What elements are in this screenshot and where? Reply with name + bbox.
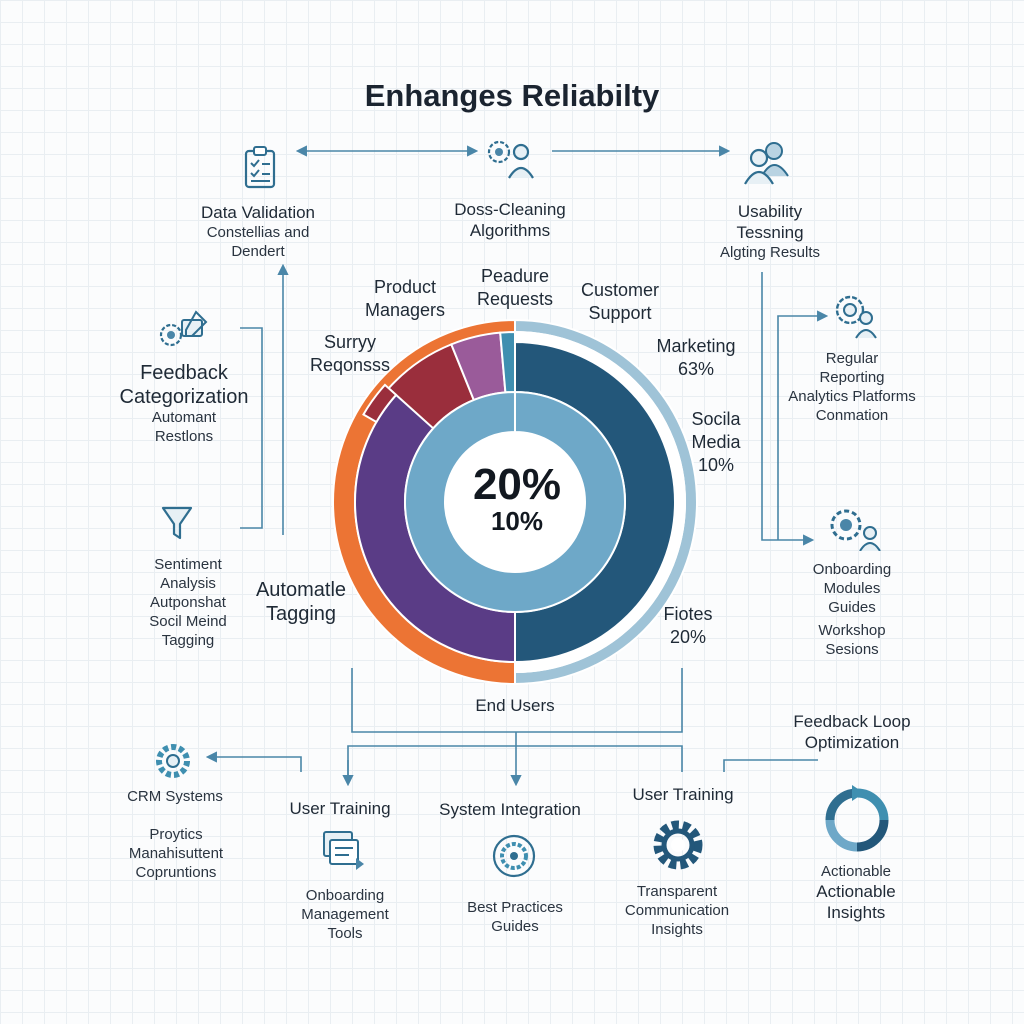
feedback-categorization-label: Feedback Categorization <box>119 362 249 408</box>
page-title: Enhanges Reliabilty <box>364 78 660 113</box>
user-training-sub-left: Onboarding Management Tools <box>301 887 389 942</box>
crm-systems-title: CRM Systems <box>127 788 223 805</box>
feature-requests-label: Peadure Requests <box>476 266 554 309</box>
end-users-bracket <box>351 668 683 733</box>
onboarding-modules-label: Onboarding Modules Guides Workshop Sesio… <box>812 561 892 658</box>
gear-group-icon <box>830 509 881 551</box>
social-media-label: Socila Media 10% <box>691 409 741 475</box>
gear-person-icon <box>835 295 877 339</box>
product-managers-label: Product Managers <box>364 277 446 320</box>
crm-systems-sub: Proytics Manahisuttent Copruntions <box>128 826 224 881</box>
user-training-title-left: User Training <box>289 799 391 818</box>
automate-tagging-label: Automatle Tagging <box>255 579 347 625</box>
funnel-filter-icon <box>161 506 193 540</box>
user-training-title-right: User Training <box>632 785 734 804</box>
survey-responses-label: Surryy Reqonsss <box>309 332 391 375</box>
marketing-label: Marketing 63% <box>656 336 736 379</box>
users-group-icon <box>744 142 789 185</box>
center-value-primary: 20% <box>472 460 562 509</box>
cycle-arrows-icon <box>825 785 889 852</box>
customer-support-label: Customer Support <box>580 280 660 323</box>
clipboard-checklist-icon <box>244 146 276 189</box>
crm-connector <box>205 751 302 772</box>
usability-testing-label: Usability Tessning Algting Results <box>719 202 821 261</box>
donut-chart <box>332 318 698 686</box>
feedback-loop-title: Feedback Loop Optimization <box>793 712 911 752</box>
stacked-documents-icon <box>323 831 364 870</box>
right-outer-connector <box>761 272 815 546</box>
integration-gear-icon <box>492 834 536 878</box>
donut-center <box>445 432 585 572</box>
system-integration-title: System Integration <box>439 800 581 819</box>
bottom-branch <box>347 745 683 784</box>
fiotes-label: Fiotes 20% <box>663 604 713 647</box>
left-inner-connector <box>240 327 263 529</box>
center-value-secondary: 10% <box>490 506 544 536</box>
user-training-sub-right: Transparent Communication Insights <box>624 883 730 938</box>
tag-gear-icon <box>159 310 208 347</box>
feedback-categorization-sub: Automant Restlons <box>151 409 217 445</box>
cog-icon <box>653 820 703 870</box>
end-users-label: End Users <box>475 696 555 715</box>
gear-icon <box>156 744 190 778</box>
system-integration-sub: Best Practices Guides <box>467 899 563 935</box>
right-inner-connector <box>777 310 829 540</box>
regular-reporting-label: Regular Reporting Analytics Platforms Co… <box>788 350 916 424</box>
doss-cleaning-label: Doss-Cleaning Algorithms <box>454 200 566 240</box>
gear-person-icon <box>487 140 534 179</box>
sentiment-analysis-label: Sentiment Analysis Autponshat Socil Mein… <box>149 556 227 649</box>
feedback-loop-connector <box>723 759 818 772</box>
data-validation-label: Data Validation Constellias and Dendert <box>200 203 316 260</box>
donut-slice-crimson-outer <box>362 383 398 424</box>
actionable-insights-label: Actionable Actionable Insights <box>816 863 896 922</box>
